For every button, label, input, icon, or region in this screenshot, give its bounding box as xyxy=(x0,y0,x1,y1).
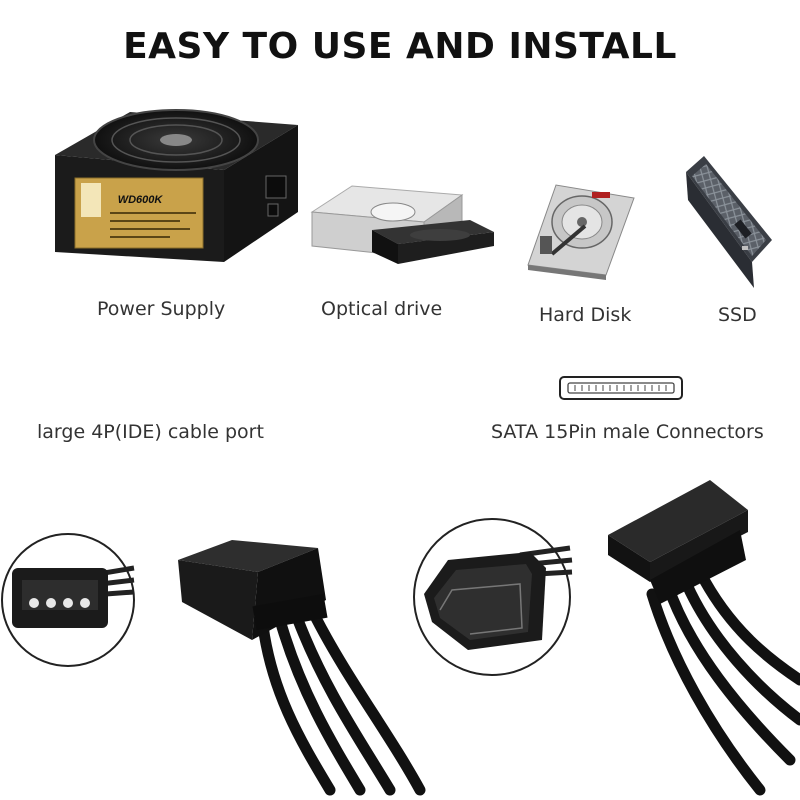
sata-connector-icon xyxy=(608,480,800,796)
device-label-optical-drive: Optical drive xyxy=(321,298,443,320)
device-label-hard-disk: Hard Disk xyxy=(539,304,632,326)
optical-drive-icon xyxy=(310,185,494,264)
device-label-ssd: SSD xyxy=(718,304,757,326)
sata-connectors-label: SATA 15Pin male Connectors xyxy=(491,421,764,443)
sata-port-outline-icon xyxy=(559,376,683,400)
ide-cable-port-label: large 4P(IDE) cable port xyxy=(37,421,264,443)
ide-connector-zoom-icon xyxy=(1,533,135,667)
ide-molex-connector-icon xyxy=(178,540,426,796)
page-title: EASY TO USE AND INSTALL xyxy=(123,26,677,67)
sata-connector-zoom-icon xyxy=(413,518,573,676)
psu-model-text: WD600K xyxy=(118,194,164,206)
power-supply-icon: WD600K xyxy=(55,109,298,262)
device-label-power-supply: Power Supply xyxy=(97,298,226,320)
hard-disk-icon xyxy=(527,184,635,280)
ssd-icon xyxy=(686,156,772,288)
